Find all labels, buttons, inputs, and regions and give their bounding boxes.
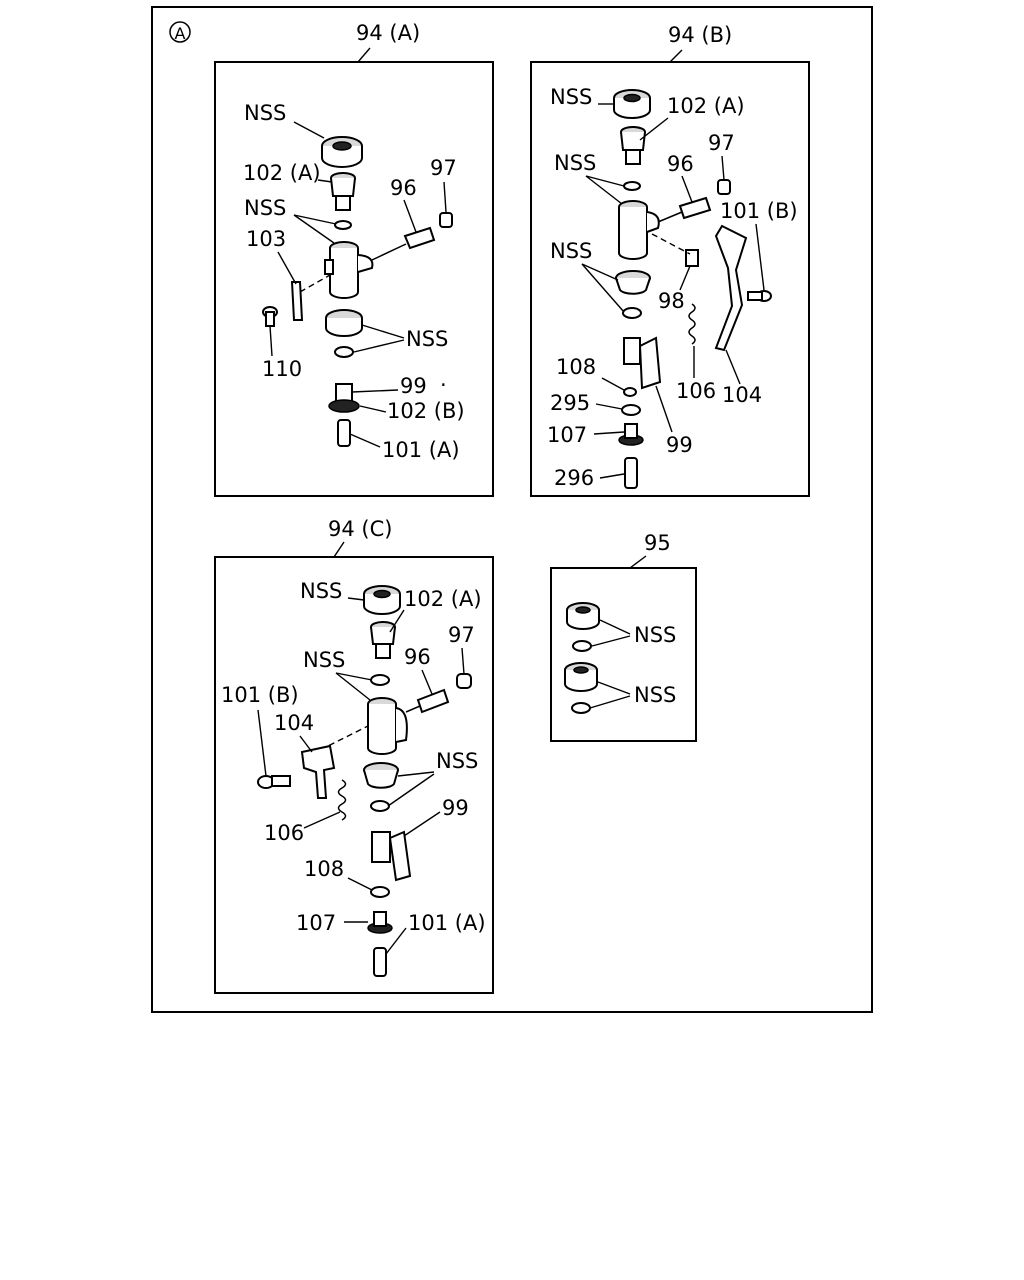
body-b (618, 200, 660, 260)
label-102b-a: 102 (B) (387, 399, 465, 423)
label-107-c: 107 (296, 911, 336, 935)
nozzle-96-c (405, 688, 450, 714)
panel-94c-frame (214, 556, 494, 994)
bracket-104-c (300, 744, 336, 799)
fitting-102a-c (370, 621, 396, 659)
gear-99-c (371, 830, 412, 882)
spring-106-c (337, 779, 347, 821)
label-nss-mid-a: NSS (244, 196, 286, 220)
bracket-104-b (714, 224, 748, 352)
seal-top-c (363, 585, 401, 615)
panel-94b-title: 94 (B) (668, 23, 732, 47)
label-96-b: 96 (667, 152, 694, 176)
screw-101b-c (257, 775, 291, 789)
screw-101a-c (373, 947, 387, 977)
label-101a-a: 101 (A) (382, 438, 460, 462)
panel-95: 95 NSS NSS (550, 531, 697, 742)
label-nss-95-1: NSS (634, 623, 676, 647)
sheet-marker: A (175, 24, 186, 43)
label-106-b: 106 (676, 379, 716, 403)
label-nss-low-a: NSS (406, 327, 448, 351)
plate-103-a (290, 281, 304, 321)
label-107-b: 107 (547, 423, 587, 447)
panel-94b: 94 (B) (530, 23, 810, 497)
gear-99-b (623, 336, 662, 390)
label-97-c: 97 (448, 623, 475, 647)
label-108-c: 108 (304, 857, 344, 881)
label-97-a: 97 (430, 156, 457, 180)
cap-97-b (717, 179, 731, 195)
label-nss-mid-b: NSS (554, 151, 596, 175)
label-101b-b: 101 (B) (720, 199, 798, 223)
label-98-b: 98 (658, 289, 685, 313)
seal-top-a (321, 136, 363, 168)
label-nss-top-a: NSS (244, 101, 286, 125)
label-nss-mid-c: NSS (303, 648, 345, 672)
label-102a-a: 102 (A) (243, 161, 321, 185)
cap-97-a (439, 212, 453, 228)
label-295-b: 295 (550, 391, 590, 415)
panel-95-title: 95 (644, 531, 671, 555)
panel-95-frame (550, 567, 697, 742)
seal-95-2 (564, 662, 598, 714)
screw-110-a (262, 306, 278, 327)
label-nss-low-b: NSS (550, 239, 592, 263)
seal-top-b (613, 89, 651, 119)
label-97-b: 97 (708, 131, 735, 155)
label-96-c: 96 (404, 645, 431, 669)
panel-94a-title: 94 (A) (356, 21, 420, 45)
seal-95-1 (566, 602, 600, 652)
outer-frame (151, 6, 873, 1013)
gear-107-c (367, 911, 393, 934)
label-nss-top-b: NSS (550, 85, 592, 109)
seal-low-a (325, 309, 363, 337)
panel-94c-title: 94 (C) (328, 517, 392, 541)
screw-296-b (624, 457, 638, 489)
label-101b-c: 101 (B) (221, 683, 299, 707)
nozzle-96-a (371, 226, 436, 261)
fitting-102a-a (330, 172, 356, 211)
label-96-a: 96 (390, 176, 417, 200)
body-a (324, 241, 374, 299)
label-106-c: 106 (264, 821, 304, 845)
sheet-marker-circle (169, 21, 191, 43)
label-nss-95-2: NSS (634, 683, 676, 707)
label-104-b: 104 (722, 383, 762, 407)
label-102a-b: 102 (A) (667, 94, 745, 118)
screw-101b-b (747, 290, 772, 302)
seal-low-c (363, 762, 399, 789)
label-99-b: 99 (666, 433, 693, 457)
label-nss-top-c: NSS (300, 579, 342, 603)
panel-94c: 94 (C) (214, 517, 494, 994)
spring-106-b (688, 303, 696, 345)
label-99-a: 99 (400, 374, 427, 398)
body-c (367, 697, 408, 755)
label-102a-c: 102 (A) (404, 587, 482, 611)
label-104-c: 104 (274, 711, 314, 735)
label-101a-c: 101 (A) (408, 911, 486, 935)
label-dot-a: · (440, 373, 447, 397)
gear-107-b (618, 423, 644, 446)
shaft-101a-a (337, 419, 351, 447)
panel-94a-frame (214, 61, 494, 497)
panel-94a: 94 (A) (214, 21, 494, 497)
label-110-a: 110 (262, 357, 302, 381)
label-nss-low-c: NSS (436, 749, 478, 773)
label-103-a: 103 (246, 227, 286, 251)
cap-97-c (456, 673, 472, 689)
gear-99-a (328, 383, 360, 413)
nozzle-96-b (657, 196, 712, 223)
label-99-c: 99 (442, 796, 469, 820)
seal-low-b (615, 270, 651, 295)
label-108-b: 108 (556, 355, 596, 379)
fitting-102a-b (620, 126, 646, 165)
panel-94b-frame (530, 61, 810, 497)
label-296-b: 296 (554, 466, 594, 490)
